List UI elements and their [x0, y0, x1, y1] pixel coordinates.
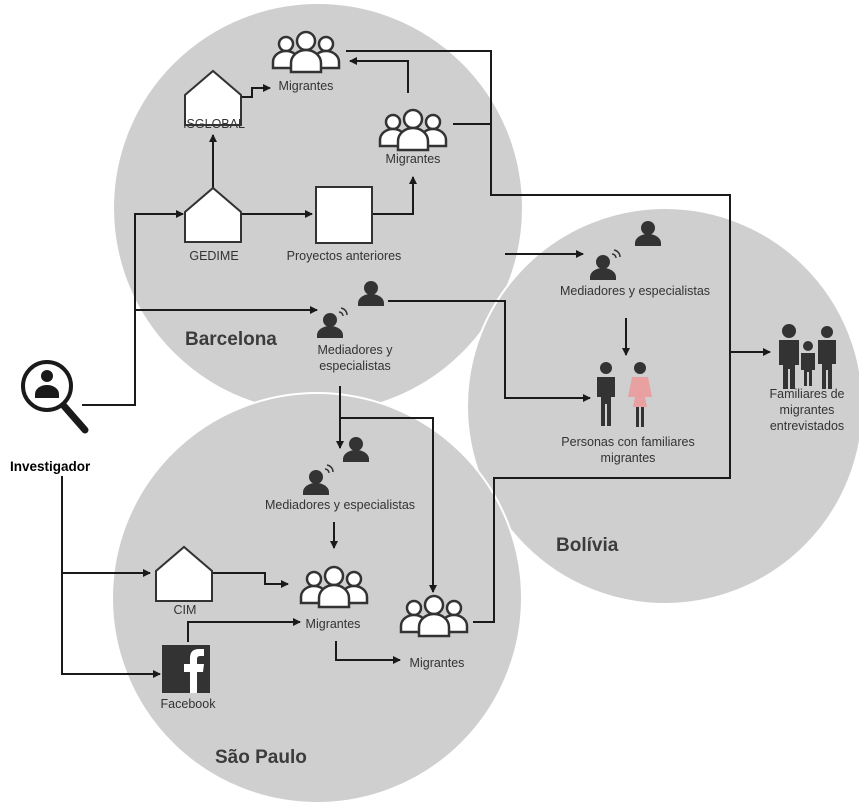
mediadores-barcelona-line2: especialistas — [319, 359, 391, 373]
family-icon — [779, 324, 836, 389]
investigator-label: Investigador — [10, 459, 91, 474]
migrantes-mid-people-icon — [378, 108, 448, 152]
woman-icon — [628, 362, 652, 427]
facebook-icon — [162, 645, 210, 693]
cim-label: CIM — [173, 603, 197, 617]
migrantes-sp-a-label: Migrantes — [305, 617, 361, 631]
mediadores-barcelona-line1: Mediadores y — [317, 343, 393, 357]
sao-paulo-label: São Paulo — [215, 747, 307, 768]
migrantes-top-people-icon — [271, 30, 341, 74]
result-line3: entrevistados — [769, 419, 845, 433]
migrantes-sp-a-people-icon — [299, 565, 369, 609]
migrantes-top-label: Migrantes — [278, 79, 334, 93]
mediadores-sp-label: Mediadores y especialistas — [264, 498, 416, 512]
mediadores-bolivia-label: Mediadores y especialistas — [559, 284, 711, 298]
man-icon — [597, 362, 615, 426]
connectors — [61, 50, 771, 678]
proyectos-label: Proyectos anteriores — [286, 249, 402, 263]
gedime-label: GEDIME — [189, 249, 239, 263]
personas-line2: migrantes — [600, 451, 656, 465]
magnifier-person-icon — [21, 360, 89, 434]
proyectos-square-icon — [315, 186, 373, 244]
bolivia-region — [466, 207, 859, 605]
personas-line1: Personas con familiares — [561, 435, 695, 449]
migrantes-sp-b-people-icon — [399, 594, 469, 638]
migrantes-mid-label: Migrantes — [385, 152, 441, 166]
result-line2: migrantes — [779, 403, 835, 417]
result-line1: Familiares de — [769, 387, 845, 401]
barcelona-label: Barcelona — [185, 329, 277, 350]
isglobal-label: ISGLOBAL — [183, 117, 245, 131]
bolivia-label: Bolívia — [556, 535, 619, 556]
migrantes-sp-b-label: Migrantes — [409, 656, 465, 670]
facebook-label: Facebook — [160, 697, 216, 711]
